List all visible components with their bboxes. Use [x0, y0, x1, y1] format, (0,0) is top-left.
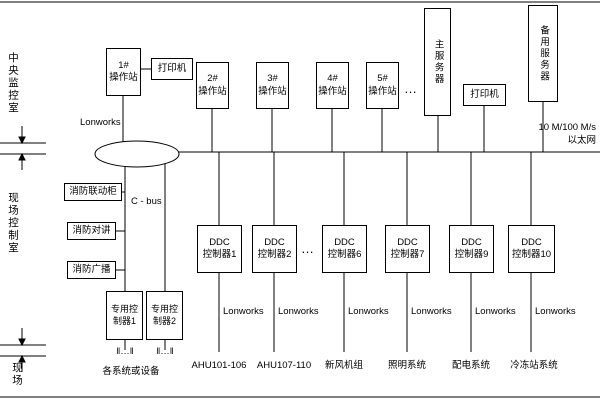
operator-station-2-box: 2# 操作站 — [196, 62, 229, 109]
lonworks-label-5: Lonworks — [475, 306, 516, 317]
system-label-3: 新风机组 — [324, 360, 363, 371]
dedicated-controller-2-box: 专用控制器2 — [146, 291, 183, 340]
zone-label-central-monitoring: 中央监控室 — [7, 52, 19, 115]
ddc-box-7: DDC 控制器7 — [385, 225, 430, 273]
system-label-5: 配电系统 — [451, 360, 490, 371]
operator-station-3-box: 3# 操作站 — [256, 62, 289, 109]
operator-station-5-box: 5# 操作站 — [366, 62, 399, 109]
zone-label-field-control: 现场控制室 — [7, 192, 19, 255]
ellipsis-top: … — [404, 81, 418, 96]
lonworks-label-1: Lonworks — [223, 306, 264, 317]
printer-box-2: 打印机 — [463, 84, 506, 106]
printer-box-1: 打印机 — [151, 58, 193, 80]
main-server-box: 主服务器 — [424, 8, 451, 116]
lonworks-label-4: Lonworks — [411, 306, 452, 317]
backup-server-box: 备用服务器 — [528, 5, 558, 102]
devices-label: 各系统或设备 — [102, 366, 160, 377]
ddc-box-9: DDC 控制器9 — [449, 225, 494, 273]
device-tap-2: ‖…‖ — [156, 346, 174, 357]
dedicated-controller-1-box: 专用控制器1 — [106, 291, 143, 340]
device-tap-1: ‖…‖ — [116, 346, 134, 357]
zone-label-field: 现场 — [11, 362, 23, 387]
cbus-label: C - bus — [131, 196, 162, 207]
ddc-box-10: DDC 控制器10 — [508, 225, 555, 273]
fire-intercom-box: 消防对讲 — [67, 222, 116, 240]
system-label-6: 冷冻站系统 — [510, 360, 558, 371]
lonworks-label-3: Lonworks — [348, 306, 389, 317]
lonworks-label-top: Lonworks — [80, 117, 121, 128]
ddc-box-6: DDC 控制器6 — [322, 225, 367, 273]
fire-broadcast-box: 消防广播 — [67, 261, 116, 279]
ethernet-label: 10 M/100 M/s 以太网 — [538, 122, 596, 146]
lonworks-label-6: Lonworks — [535, 306, 576, 317]
fire-linkage-box: 消防联动柜 — [64, 183, 122, 201]
system-label-2: AHU107-110 — [256, 360, 312, 371]
operator-station-4-box: 4# 操作站 — [316, 62, 349, 109]
system-label-4: 照明系统 — [387, 360, 426, 371]
operator-station-1-box: 1# 操作站 — [106, 48, 141, 96]
ellipsis-ddc: … — [301, 241, 315, 256]
ddc-box-1: DDC 控制器1 — [197, 225, 242, 273]
lonworks-label-2: Lonworks — [278, 306, 319, 317]
ddc-box-2: DDC 控制器2 — [252, 225, 297, 273]
system-label-1: AHU101-106 — [191, 360, 247, 371]
